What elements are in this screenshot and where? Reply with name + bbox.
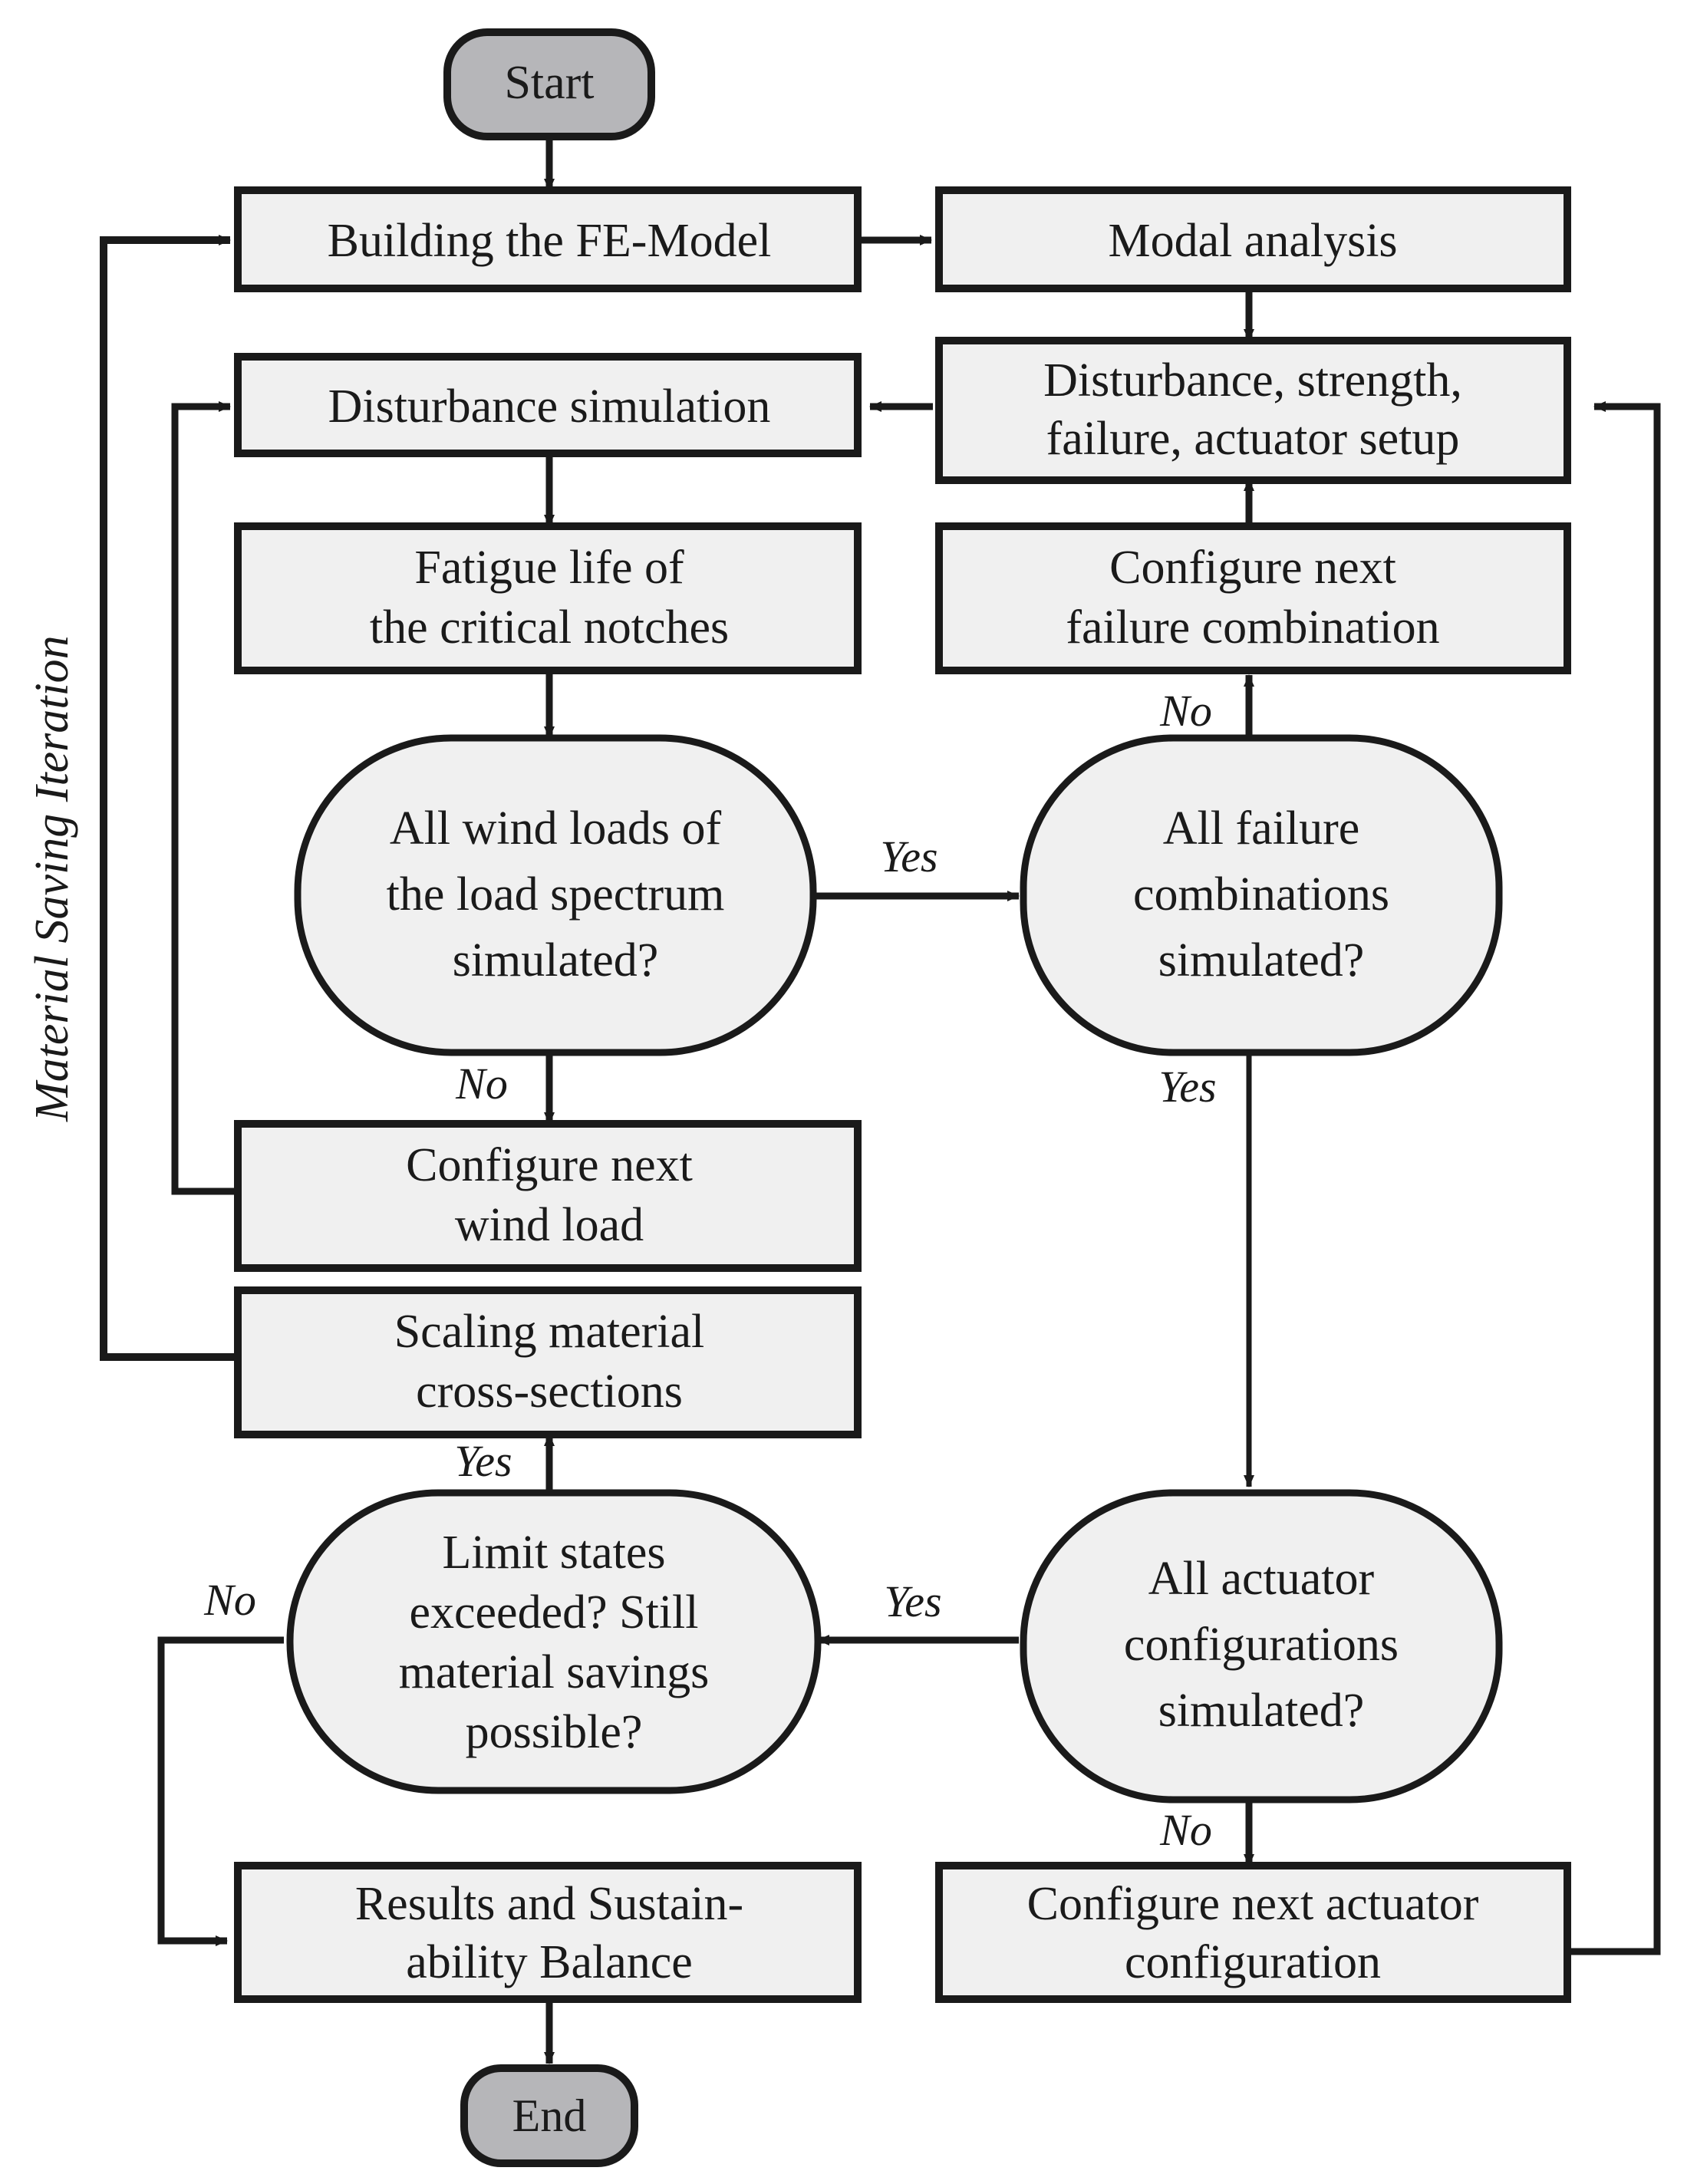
edge-label-wind-yes: Yes [880,832,937,881]
node-configure-failure-combination-line1: Configure next [1109,542,1396,594]
node-failure-combinations-decision-line1: All failure [1163,802,1360,855]
node-configure-wind-load-line2: wind load [455,1199,644,1251]
node-scaling-cross-sections: Scaling material cross-sections [234,1286,862,1438]
node-limit-states-decision-line1: Limit states [442,1527,665,1579]
node-modal-analysis-label: Modal analysis [1108,215,1397,267]
edge-label-limit-no: No [203,1575,256,1625]
node-end: End [460,2064,638,2167]
node-limit-states-decision-line4: possible? [466,1706,643,1758]
node-disturbance-setup-line2: failure, actuator setup [1046,413,1460,465]
node-fatigue-life-line1: Fatigue life of [414,542,684,594]
node-modal-analysis: Modal analysis [935,186,1571,292]
node-configure-wind-load-line1: Configure next [406,1139,693,1191]
node-build-fe-model: Building the FE-Model [234,186,862,292]
node-build-fe-model-label: Building the FE-Model [328,215,772,267]
node-wind-loads-decision: All wind loads of the load spectrum simu… [294,734,817,1056]
node-results-balance-line1: Results and Sustain- [355,1878,743,1930]
node-scaling-cross-sections-line1: Scaling material [394,1306,705,1358]
node-failure-combinations-decision-line3: simulated? [1158,934,1365,987]
node-actuator-configs-decision-line2: configurations [1124,1619,1399,1671]
edge-label-failure-yes: Yes [1158,1062,1216,1112]
edge-label-limit-yes: Yes [454,1436,512,1486]
node-scaling-cross-sections-line2: cross-sections [416,1365,683,1418]
node-failure-combinations-decision-line2: combinations [1133,868,1389,921]
node-configure-failure-combination: Configure next failure combination [935,522,1571,674]
edge-scaling-return [100,235,238,1361]
node-wind-loads-decision-line3: simulated? [453,934,659,987]
node-actuator-configs-decision-line3: simulated? [1158,1685,1365,1737]
node-configure-actuator-line2: configuration [1125,1936,1381,1988]
node-start-label: Start [504,57,594,109]
node-limit-states-decision-line3: material savings [399,1646,710,1698]
edge-label-failure-no: No [1159,686,1212,736]
node-actuator-configs-decision: All actuator configurations simulated? [1020,1489,1503,1804]
material-saving-iteration-label: Material Saving Iteration [26,635,78,1122]
edge-configwind-return [171,401,238,1195]
node-actuator-configs-decision-line1: All actuator [1148,1553,1375,1605]
node-configure-wind-load: Configure next wind load [234,1120,862,1272]
node-results-balance-line2: ability Balance [406,1936,693,1988]
edge-label-wind-no: No [455,1059,508,1108]
edge-label-actuator-no: No [1159,1805,1212,1855]
node-configure-actuator: Configure next actuator configuration [935,1862,1571,2003]
node-fatigue-life-line2: the critical notches [370,601,729,654]
node-disturbance-setup: Disturbance, strength, failure, actuator… [935,337,1571,484]
node-fatigue-life: Fatigue life of the critical notches [234,522,862,674]
node-wind-loads-decision-line2: the load spectrum [387,868,725,921]
node-disturbance-setup-line1: Disturbance, strength, [1043,354,1462,407]
edge-label-actuator-yes: Yes [884,1576,941,1626]
node-wind-loads-decision-line1: All wind loads of [390,802,722,855]
node-end-label: End [512,2090,587,2141]
node-limit-states-decision-line2: exceeded? Still [410,1586,699,1639]
node-disturbance-simulation-label: Disturbance simulation [328,380,771,433]
node-results-balance: Results and Sustain- ability Balance [234,1862,862,2003]
node-limit-states-decision: Limit states exceeded? Still material sa… [286,1489,822,1794]
edge-limit-no-to-results [157,1636,284,1946]
node-start: Start [443,28,655,140]
node-configure-actuator-line1: Configure next actuator [1027,1878,1479,1930]
edge-configactuator-return [1567,401,1661,1955]
node-configure-failure-combination-line2: failure combination [1066,601,1439,654]
node-disturbance-simulation: Disturbance simulation [234,353,862,457]
material-saving-iteration-text: Material Saving Iteration [26,635,78,1122]
node-failure-combinations-decision: All failure combinations simulated? [1020,734,1503,1056]
